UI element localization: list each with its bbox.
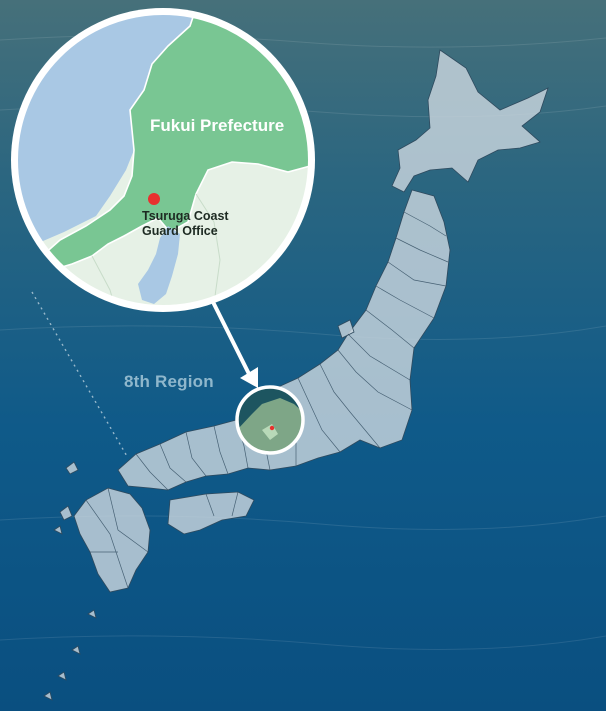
inset-sea bbox=[17, 14, 196, 248]
prefecture-label: Fukui Prefecture bbox=[150, 116, 285, 135]
inset-map bbox=[11, 8, 315, 312]
region-boundary-line bbox=[31, 291, 129, 459]
sado-island bbox=[337, 319, 355, 339]
hokkaido bbox=[391, 49, 549, 193]
prefecture-borders bbox=[85, 211, 449, 589]
shikoku bbox=[167, 491, 255, 535]
callout-arrow-icon bbox=[212, 302, 258, 388]
southern-islands bbox=[43, 609, 97, 701]
office-label: Tsuruga Coast Guard Office bbox=[142, 209, 272, 239]
tsuruga-marker bbox=[148, 193, 160, 205]
west-islands bbox=[53, 461, 79, 535]
region-label: 8th Region bbox=[124, 372, 214, 391]
fukui-locator bbox=[235, 385, 305, 455]
inset-lake-biwa bbox=[138, 226, 180, 304]
office-label-line1: Tsuruga Coast bbox=[142, 209, 229, 223]
office-label-line2: Guard Office bbox=[142, 224, 218, 238]
inset-fukui-prefecture bbox=[40, 14, 309, 271]
